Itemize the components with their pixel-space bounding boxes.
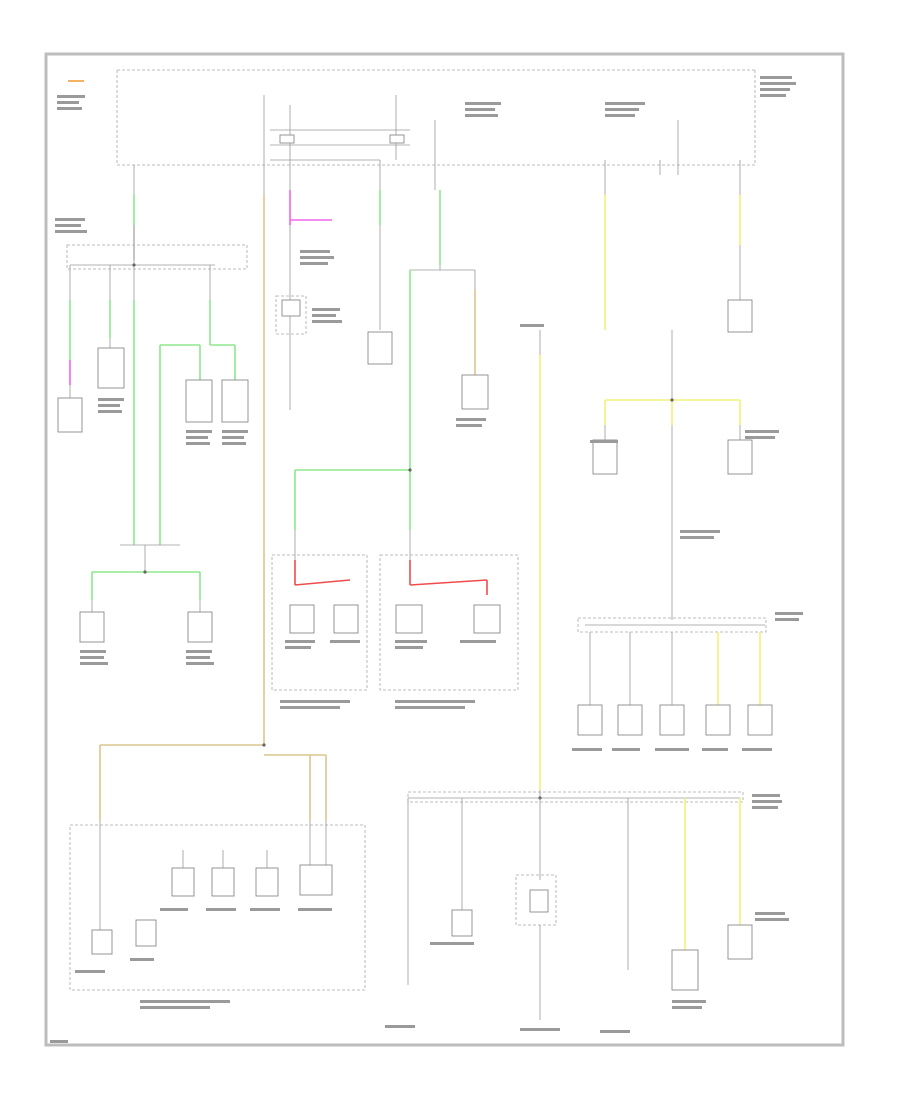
- underhood-fuse-block: [116, 69, 756, 175]
- heated-seat-branch: [271, 175, 519, 691]
- lower-bus-drops: [407, 798, 753, 1020]
- diagram-frame: [44, 52, 845, 1047]
- pink-branch: [275, 175, 332, 410]
- illegible-labels: [50, 76, 803, 1043]
- tan-feed-branch: [69, 175, 366, 991]
- left-harness-branch: [57, 175, 249, 643]
- green-fuse-380-branch: [367, 175, 393, 365]
- right-yellow-distribution: [577, 175, 773, 736]
